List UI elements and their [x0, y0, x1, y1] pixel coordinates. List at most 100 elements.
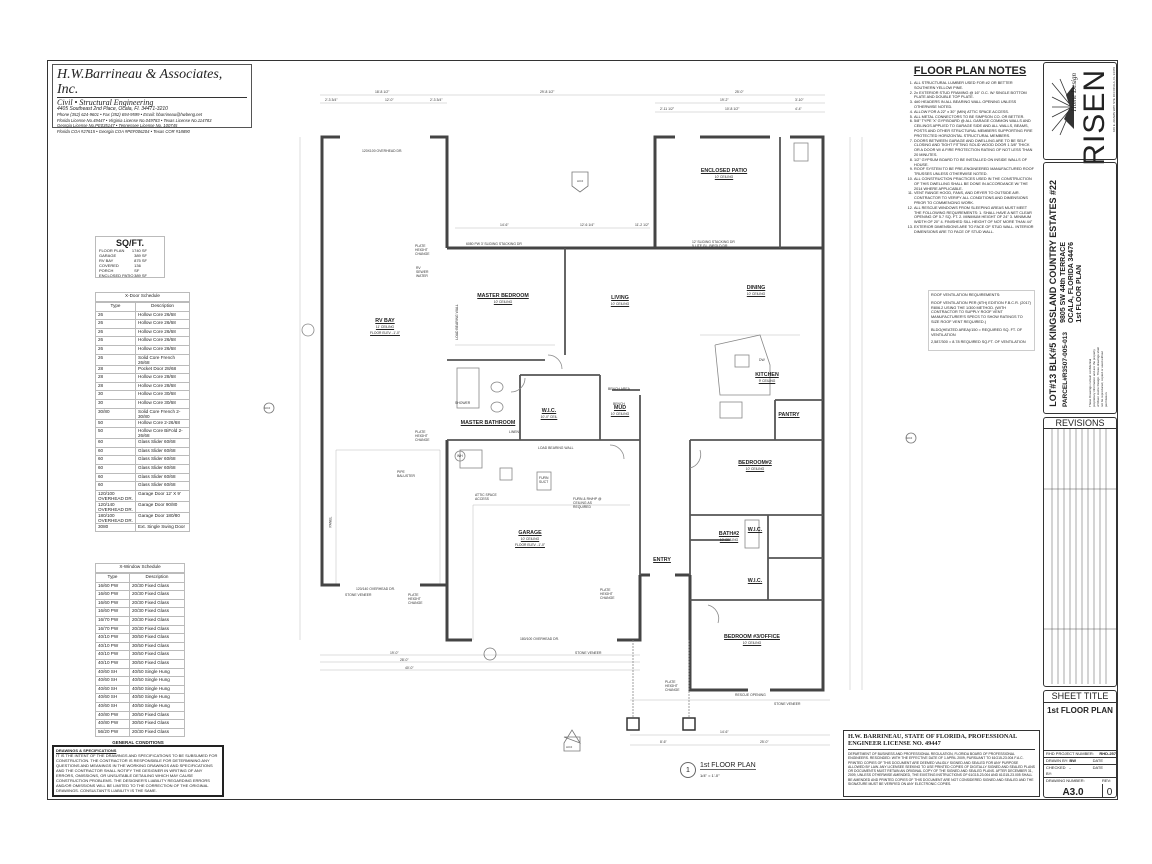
sqft-value: 389 SF [134, 253, 147, 258]
engineer-company-box: H.W.Barrineau & Associates, Inc. Civil •… [52, 64, 252, 134]
sqft-value: 136 SF [134, 263, 141, 273]
section-callout: A3.0 [906, 436, 913, 440]
dimension-label: 10'-8 1/2" [725, 107, 740, 111]
room-ceiling: 10'-0" CEIL [540, 415, 558, 419]
dimension-label: 8'-6" [660, 740, 667, 744]
note-item: ALLOW FOR A 22" x 30" (MIN) ATTIC SPACE … [914, 110, 1035, 115]
sheet-title-block: SHEET TITLE 1st FLOOR PLAN RHD PROJECT N… [1043, 690, 1117, 798]
note-item: 5/8" TYPE 'X' GYP.BOARD @ ALL GARAGE COM… [914, 119, 1035, 138]
room-ceiling: 10' CEILING [493, 300, 513, 304]
annotation-plate-height: PLATE HEIGHT CHANGE [415, 430, 430, 442]
room-ceiling: 10' CEILING [610, 412, 630, 416]
drawing-border [47, 60, 1118, 800]
room-name: W.I.C. [541, 408, 557, 414]
annotation-bench: BENCH [613, 402, 625, 406]
dimension-label: 14'-6" [500, 223, 509, 227]
section-callout: A3.0 [577, 179, 584, 183]
dimension-lines [299, 94, 863, 746]
plan-scale: 1/4" = 1'-0" [700, 773, 720, 778]
roof-vent-title: ROOF VENTILATION REQUIREMENTS: [931, 293, 1001, 297]
company-license-2: Georgia License No.PE035147 • Tennessee … [57, 123, 178, 129]
room-name: W.I.C. [747, 578, 763, 584]
dimension-label: 40'-0" [405, 666, 414, 670]
date-label: DATE [1092, 758, 1104, 763]
drawn-by: BW [1069, 758, 1076, 763]
description-cell: Ext. Single Swing Door [135, 522, 190, 533]
plan-number: 1 [680, 762, 696, 778]
annotation-plate-height: PLATE HEIGHT CHANGE [408, 593, 423, 605]
plan-title-text: 1st FLOOR PLAN [700, 762, 756, 770]
room-name: KITCHEN [755, 372, 779, 378]
room-label: MASTER BATHROOM [461, 420, 516, 426]
company-name: H.W.Barrineau & Associates, Inc. [57, 67, 247, 98]
title-block: Home Design RISEN 106 E. ADAMS WAY STE 1… [1043, 62, 1117, 798]
project-address-1: 9805 SW 44th TERRACE [1060, 242, 1067, 323]
dimension-label: 4'-4" [795, 107, 802, 111]
sqft-label: FLOOR PLAN [99, 248, 125, 253]
note-item: 4#0 HEADERS IN ALL BEARING WALL OPENING … [914, 100, 1035, 110]
seal-heading: H.W. BARRINEAU, STATE OF FLORIDA, PROFES… [848, 733, 1035, 750]
dimension-label: 25'-0" [735, 90, 744, 94]
dimension-label: 3'-10" [795, 98, 804, 102]
annotation-furnace: FURN SUCT [539, 476, 549, 484]
sheet-title: 1st FLOOR PLAN [1047, 706, 1113, 715]
checked-by: - [1069, 765, 1071, 770]
sqft-value: 1740 SF [131, 248, 147, 253]
revisions-table: REVISIONS [1043, 417, 1117, 687]
annotation-water-heater: WH [457, 454, 463, 458]
drawing-number: A3.0 [1062, 787, 1084, 798]
sqft-value: 389 SF [134, 273, 147, 278]
room-label: W.I.C. [748, 527, 762, 533]
sqft-row: COVERED PORCH 136 SF [99, 263, 147, 273]
roof-vent-p3: 2,587/300 = 8.78 REQUIRED SQ.FT. OF VENT… [931, 340, 1026, 345]
room-floor-elev: FLOOR ELEV. -1'-0" [515, 543, 545, 547]
room-floor-elev: FLOOR ELEV. -1'-0" [370, 331, 400, 335]
annotation-plate-height: PLATE HEIGHT CHANGE [600, 588, 615, 600]
floor-plan-notes: FLOOR PLAN NOTES ALL STRUCTURAL LUMBER U… [905, 64, 1035, 235]
room-name: BEDROOM#2 [738, 460, 772, 466]
revisions-grid [1044, 429, 1116, 684]
interior-walls [447, 137, 823, 601]
drawing-number-label: DRAWING NUMBER: [1046, 778, 1085, 783]
dimension-label: 2'-3 3/4" [325, 98, 338, 102]
room-ceiling: 10' CEILING [742, 641, 762, 645]
note-item: ALL METAL CONNECTORS TO BE SIMPSON CO. O… [914, 115, 1035, 120]
room-label: W.I.C. [748, 578, 762, 584]
company-license-1: Florida License No.49447 • Virginia Lice… [57, 117, 212, 123]
logo-text: RISEN [1078, 69, 1111, 166]
dimension-label: 14'-6" [720, 730, 729, 734]
note-item: ALL RESCUE WINDOWS FROM SLEEPING AREAS M… [914, 206, 1035, 225]
dimension-label: 18'-8 1/2" [375, 90, 390, 94]
room-name: RV BAY [375, 318, 395, 324]
project-address-2: OCALA, FLORIDA 34476 [1068, 241, 1075, 323]
room-name: MASTER BATHROOM [460, 420, 516, 426]
annotation-rv-sewer: RV SEWER WATER [416, 266, 429, 278]
room-ceiling: 10' CEILING [719, 538, 739, 542]
company-address: 4405 Southeast 2nd Place, Ocala, Fl. 344… [57, 106, 168, 112]
dimension-label: 12'-6 1/4" [580, 223, 595, 227]
dimension-label: 29'-8 1/2" [540, 90, 555, 94]
general-conditions-heading: DRAWINGS & SPECIFICATIONS [56, 748, 117, 753]
sqft-label: COVERED PORCH [99, 263, 119, 273]
engineer-seal-block: H.W. BARRINEAU, STATE OF FLORIDA, PROFES… [843, 730, 1040, 797]
logo-address: 106 E. ADAMS WAY STE 104 OCALA, FL 34470 [1112, 67, 1116, 133]
fixtures [301, 142, 809, 731]
general-conditions-body: IT IS THE INTENT OF THE DRAWINGS AND SPE… [56, 753, 218, 793]
table-row: 120/140 OVERHEAD DR.Garage Door 90/80 [95, 500, 190, 513]
description-cell: Solid Core French 26/68 [135, 353, 190, 366]
note-item: VENT RANGE HOOD, FANS, AND DRYER TO OUTS… [914, 191, 1035, 205]
annotation-panel: PANEL [328, 516, 333, 528]
